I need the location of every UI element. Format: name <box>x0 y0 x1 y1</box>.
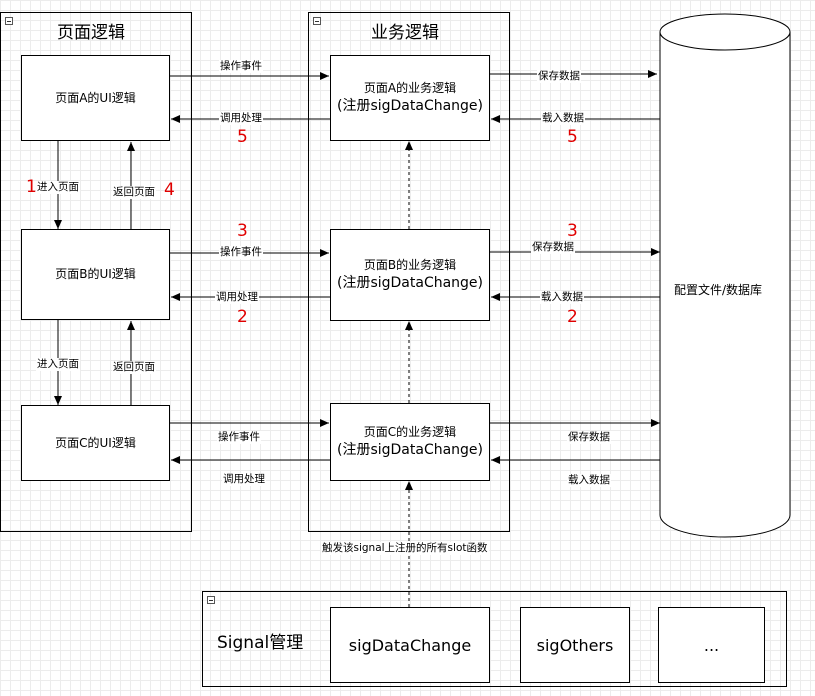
signal-more[interactable]: ... <box>658 607 765 683</box>
label-op-event-a: 操作事件 <box>219 60 263 73</box>
business-logic-title: 业务逻辑 <box>371 23 439 43</box>
database-cylinder <box>659 13 791 538</box>
page-logic-title: 页面逻辑 <box>57 23 125 43</box>
step-number: 4 <box>164 180 175 200</box>
label-call-handle-a: 调用处理 <box>219 112 263 125</box>
biz-box-title: 页面B的业务逻辑 <box>363 258 457 273</box>
ui-box-label: 页面B的UI逻辑 <box>55 267 136 282</box>
label-load-data-b: 载入数据 <box>540 291 584 304</box>
ui-box-page-a[interactable]: 页面A的UI逻辑 <box>21 55 170 141</box>
biz-box-title: 页面A的业务逻辑 <box>363 81 457 96</box>
collapse-icon[interactable] <box>5 17 13 25</box>
ui-box-label: 页面C的UI逻辑 <box>55 435 136 450</box>
label-save-data-b: 保存数据 <box>531 241 575 254</box>
label-enter-page-c: 进入页面 <box>36 358 80 371</box>
label-signal-trigger: 触发该signal上注册的所有slot函数 <box>321 542 489 555</box>
label-load-data-a: 载入数据 <box>541 112 585 125</box>
collapse-icon[interactable] <box>313 17 321 25</box>
label-return-page-b: 返回页面 <box>112 361 156 374</box>
biz-box-page-c[interactable]: 页面C的业务逻辑 (注册sigDataChange) <box>330 403 490 481</box>
business-logic-container: 业务逻辑 <box>308 12 510 532</box>
ui-box-page-b[interactable]: 页面B的UI逻辑 <box>21 229 170 320</box>
biz-box-page-a[interactable]: 页面A的业务逻辑 (注册sigDataChange) <box>330 55 490 141</box>
step-number: 2 <box>237 307 248 327</box>
label-load-data-c: 载入数据 <box>567 474 611 487</box>
label-op-event-c: 操作事件 <box>217 431 261 444</box>
step-number: 3 <box>237 221 248 241</box>
label-return-page-a: 返回页面 <box>112 186 156 199</box>
step-number: 3 <box>567 221 578 241</box>
signal-manager-container: Signal管理 <box>202 591 787 687</box>
page-logic-container: 页面逻辑 <box>0 12 192 532</box>
label-op-event-b: 操作事件 <box>219 246 263 259</box>
biz-box-subtitle: (注册sigDataChange) <box>336 274 484 291</box>
label-enter-page-b: 进入页面 <box>36 181 80 194</box>
biz-box-title: 页面C的业务逻辑 <box>363 425 457 440</box>
signal-sigdatachange[interactable]: sigDataChange <box>330 607 490 683</box>
step-number: 1 <box>26 177 37 197</box>
collapse-icon[interactable] <box>207 596 215 604</box>
database-label: 配置文件/数据库 <box>674 283 763 297</box>
label-save-data-a: 保存数据 <box>537 70 581 83</box>
signal-sigothers[interactable]: sigOthers <box>520 607 630 683</box>
signal-manager-title: Signal管理 <box>217 633 304 653</box>
biz-box-subtitle: (注册sigDataChange) <box>336 97 484 114</box>
label-call-handle-b: 调用处理 <box>215 291 259 304</box>
biz-box-subtitle: (注册sigDataChange) <box>336 441 484 458</box>
label-save-data-c: 保存数据 <box>567 431 611 444</box>
step-number: 5 <box>237 127 248 147</box>
label-call-handle-c: 调用处理 <box>222 473 266 486</box>
ui-box-label: 页面A的UI逻辑 <box>55 90 136 105</box>
biz-box-page-b[interactable]: 页面B的业务逻辑 (注册sigDataChange) <box>330 229 490 321</box>
ui-box-page-c[interactable]: 页面C的UI逻辑 <box>21 405 170 481</box>
step-number: 2 <box>567 307 578 327</box>
step-number: 5 <box>567 127 578 147</box>
